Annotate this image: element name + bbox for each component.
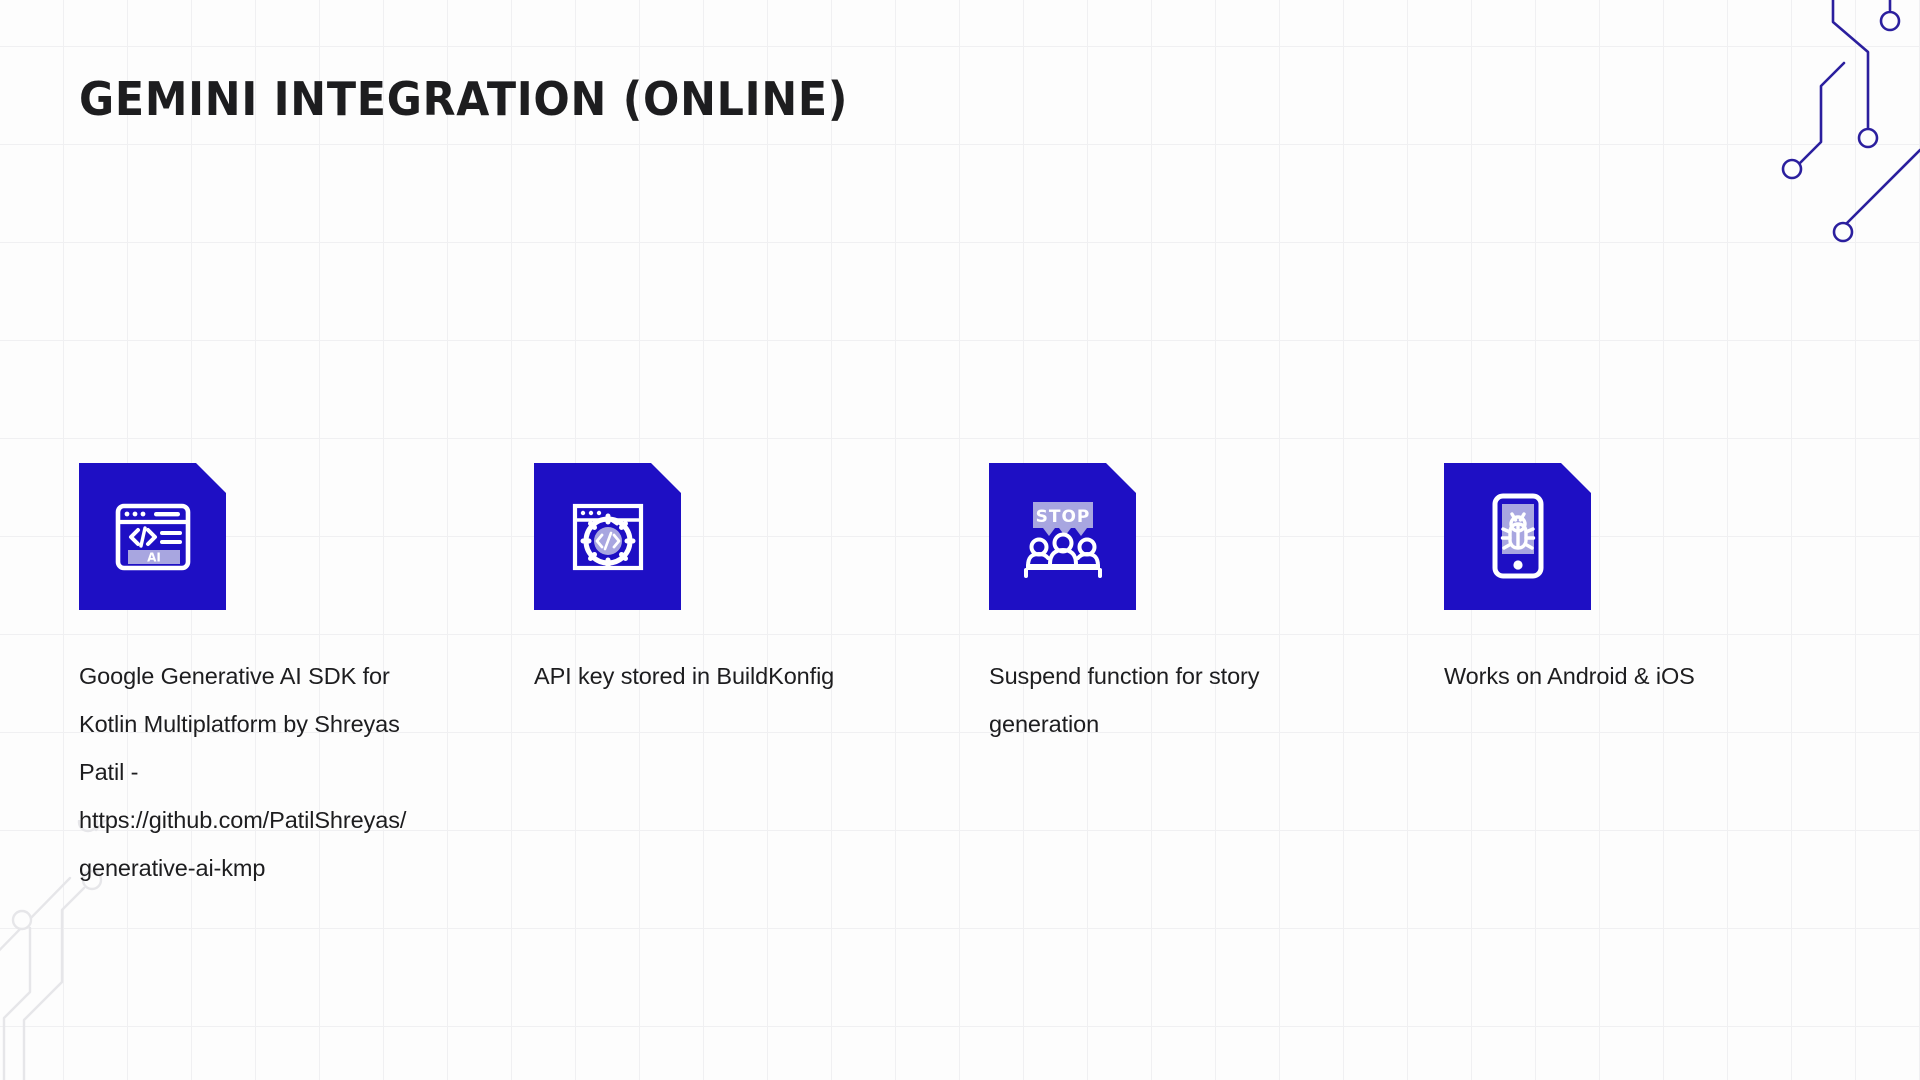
- feature-text-2: API key stored in BuildKonfig: [534, 663, 835, 689]
- gear-code-browser-icon: [565, 494, 651, 580]
- feature-columns: AI Google Generative AI SDK for Kotlin M…: [79, 463, 1869, 892]
- feature-tile-3[interactable]: STOP: [989, 463, 1136, 610]
- feature-column-1: AI Google Generative AI SDK for Kotlin M…: [79, 463, 534, 892]
- feature-tile-1[interactable]: AI: [79, 463, 226, 610]
- svg-text:STOP: STOP: [1035, 507, 1090, 527]
- feature-text-3: Suspend function for story generation: [989, 663, 1260, 737]
- code-browser-ai-icon: AI: [110, 494, 196, 580]
- feature-column-2: API key stored in BuildKonfig: [534, 463, 989, 892]
- feature-column-3: STOP Suspend function for story generati…: [989, 463, 1444, 892]
- feature-text-1: Google Generative AI SDK for Kotlin Mult…: [79, 663, 407, 881]
- feature-column-4: Works on Android & iOS: [1444, 463, 1899, 892]
- feature-tile-4[interactable]: [1444, 463, 1591, 610]
- page-title: GEMINI INTEGRATION (ONLINE): [79, 72, 849, 126]
- svg-text:AI: AI: [147, 550, 161, 564]
- feature-text-4: Works on Android & iOS: [1444, 663, 1695, 689]
- phone-bug-icon: [1479, 492, 1557, 582]
- meeting-stop-icon: STOP: [1019, 494, 1107, 580]
- feature-tile-2[interactable]: [534, 463, 681, 610]
- circuit-decoration-top-right: [1781, 0, 1920, 243]
